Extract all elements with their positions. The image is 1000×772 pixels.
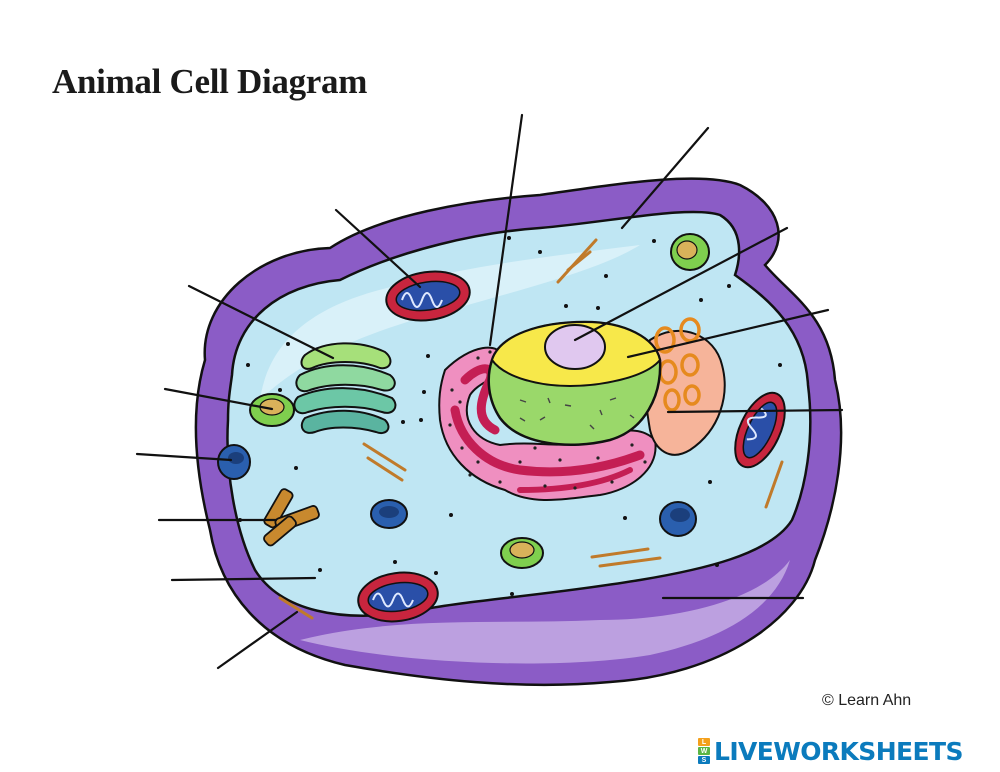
label-line-lysosome	[135, 452, 233, 462]
smooth-er-tubules	[654, 317, 701, 412]
membrane-shading	[300, 560, 790, 664]
label-line-mitochondrion	[334, 208, 422, 289]
logo-block-w: W	[698, 747, 710, 755]
lysosome-right	[659, 501, 697, 537]
free-ribosomes	[238, 236, 782, 596]
label-line-golgi	[187, 284, 335, 360]
logo-block-l: L	[698, 738, 710, 746]
label-line-rough-er	[488, 113, 524, 347]
vacuole-top-right	[670, 233, 710, 271]
label-line-cytoplasm-lower	[170, 576, 317, 582]
logo-blocks-icon: L W S	[698, 738, 710, 764]
lysosome-middle	[370, 499, 408, 529]
diagram-title: Animal Cell Diagram	[52, 62, 368, 101]
nucleolus	[544, 324, 606, 370]
label-line-nucleolus	[573, 226, 789, 342]
vacuole-bottom	[500, 537, 544, 569]
golgi-apparatus	[293, 342, 397, 434]
label-line-cytoskeleton	[216, 610, 299, 670]
label-line-smooth-er	[666, 408, 844, 414]
liveworksheets-logo[interactable]: L W S LIVEWORKSHEETS	[698, 736, 963, 766]
mitochondrion-top	[385, 270, 471, 322]
label-line-cytoplasm	[620, 126, 710, 230]
label-line-vacuole	[163, 387, 274, 411]
label-lines	[135, 113, 844, 670]
cytoskeleton-filaments	[278, 238, 784, 620]
rough-endoplasmic-reticulum	[438, 346, 657, 501]
centrioles	[263, 488, 320, 547]
logo-block-s: S	[698, 756, 710, 764]
mitochondrion-bottom	[357, 571, 439, 623]
label-line-nucleus	[626, 308, 830, 359]
brand-name: LIVEWORKSHEETS	[714, 736, 963, 766]
lysosome-left	[217, 444, 251, 480]
copyright-notice: © Learn Ahn	[822, 692, 912, 709]
